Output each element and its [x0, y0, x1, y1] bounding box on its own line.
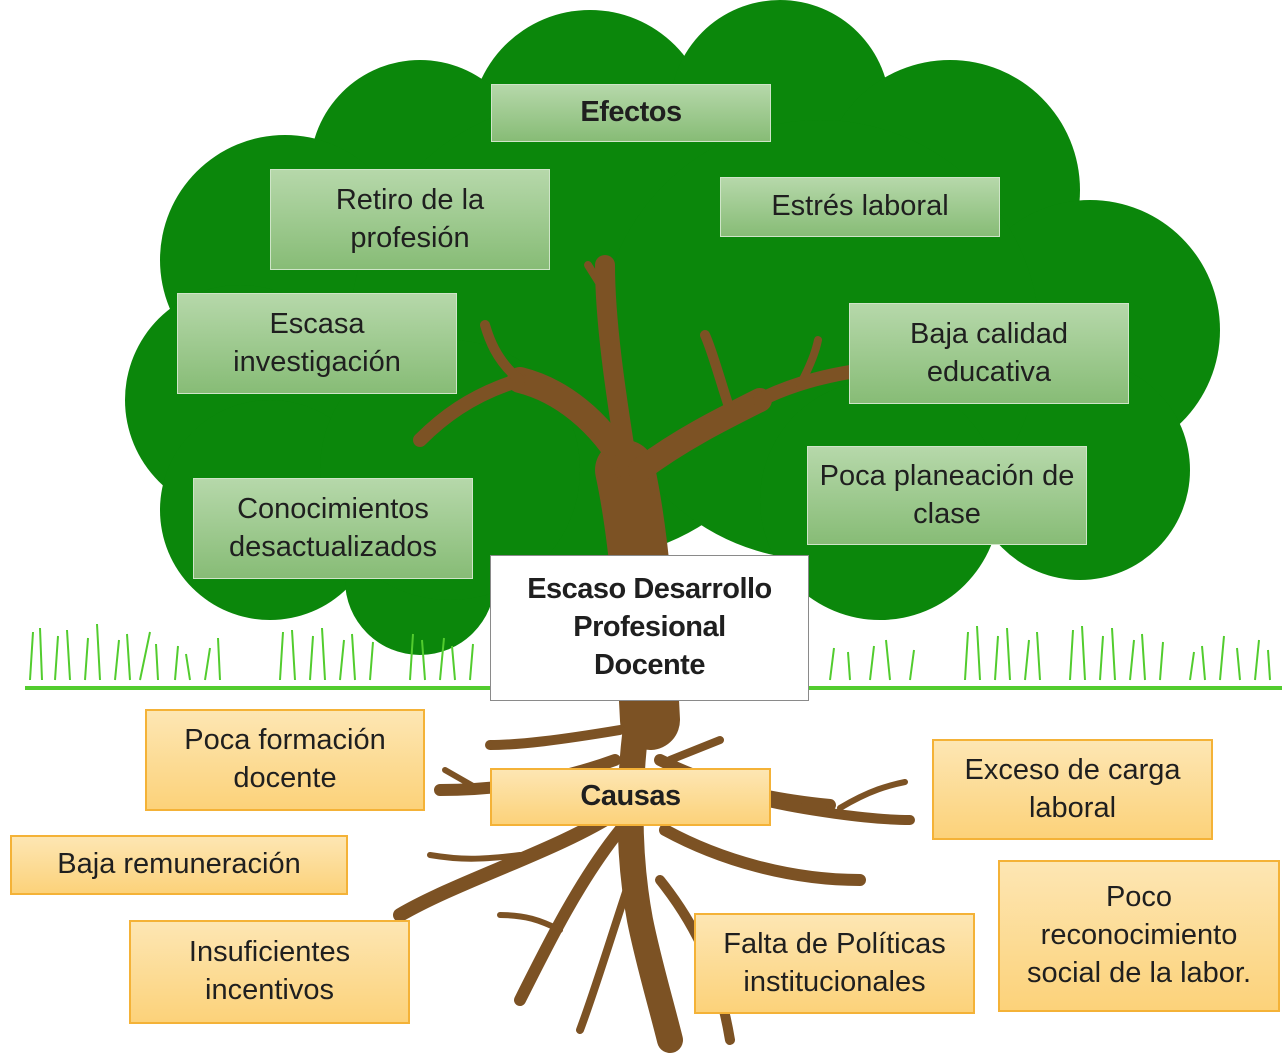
effect-box: Poca planeación de clase [807, 446, 1087, 545]
effect-box: Escasa investigación [177, 293, 457, 394]
causes-header: Causas [490, 768, 771, 826]
cause-box: Insuficientes incentivos [129, 920, 410, 1024]
cause-box: Falta de Políticas institucionales [694, 913, 975, 1014]
cause-box: Exceso de carga laboral [932, 739, 1213, 840]
cause-box: Poca formación docente [145, 709, 425, 811]
core-problem-box: Escaso Desarrollo Profesional Docente [490, 555, 809, 701]
cause-box: Baja remuneración [10, 835, 348, 895]
effect-box: Baja calidad educativa [849, 303, 1129, 404]
effect-box: Estrés laboral [720, 177, 1000, 237]
effect-box: Conocimientos desactualizados [193, 478, 473, 579]
cause-box: Poco reconocimiento social de la labor. [998, 860, 1280, 1012]
effect-box: Retiro de la profesión [270, 169, 550, 270]
effects-header: Efectos [491, 84, 771, 142]
